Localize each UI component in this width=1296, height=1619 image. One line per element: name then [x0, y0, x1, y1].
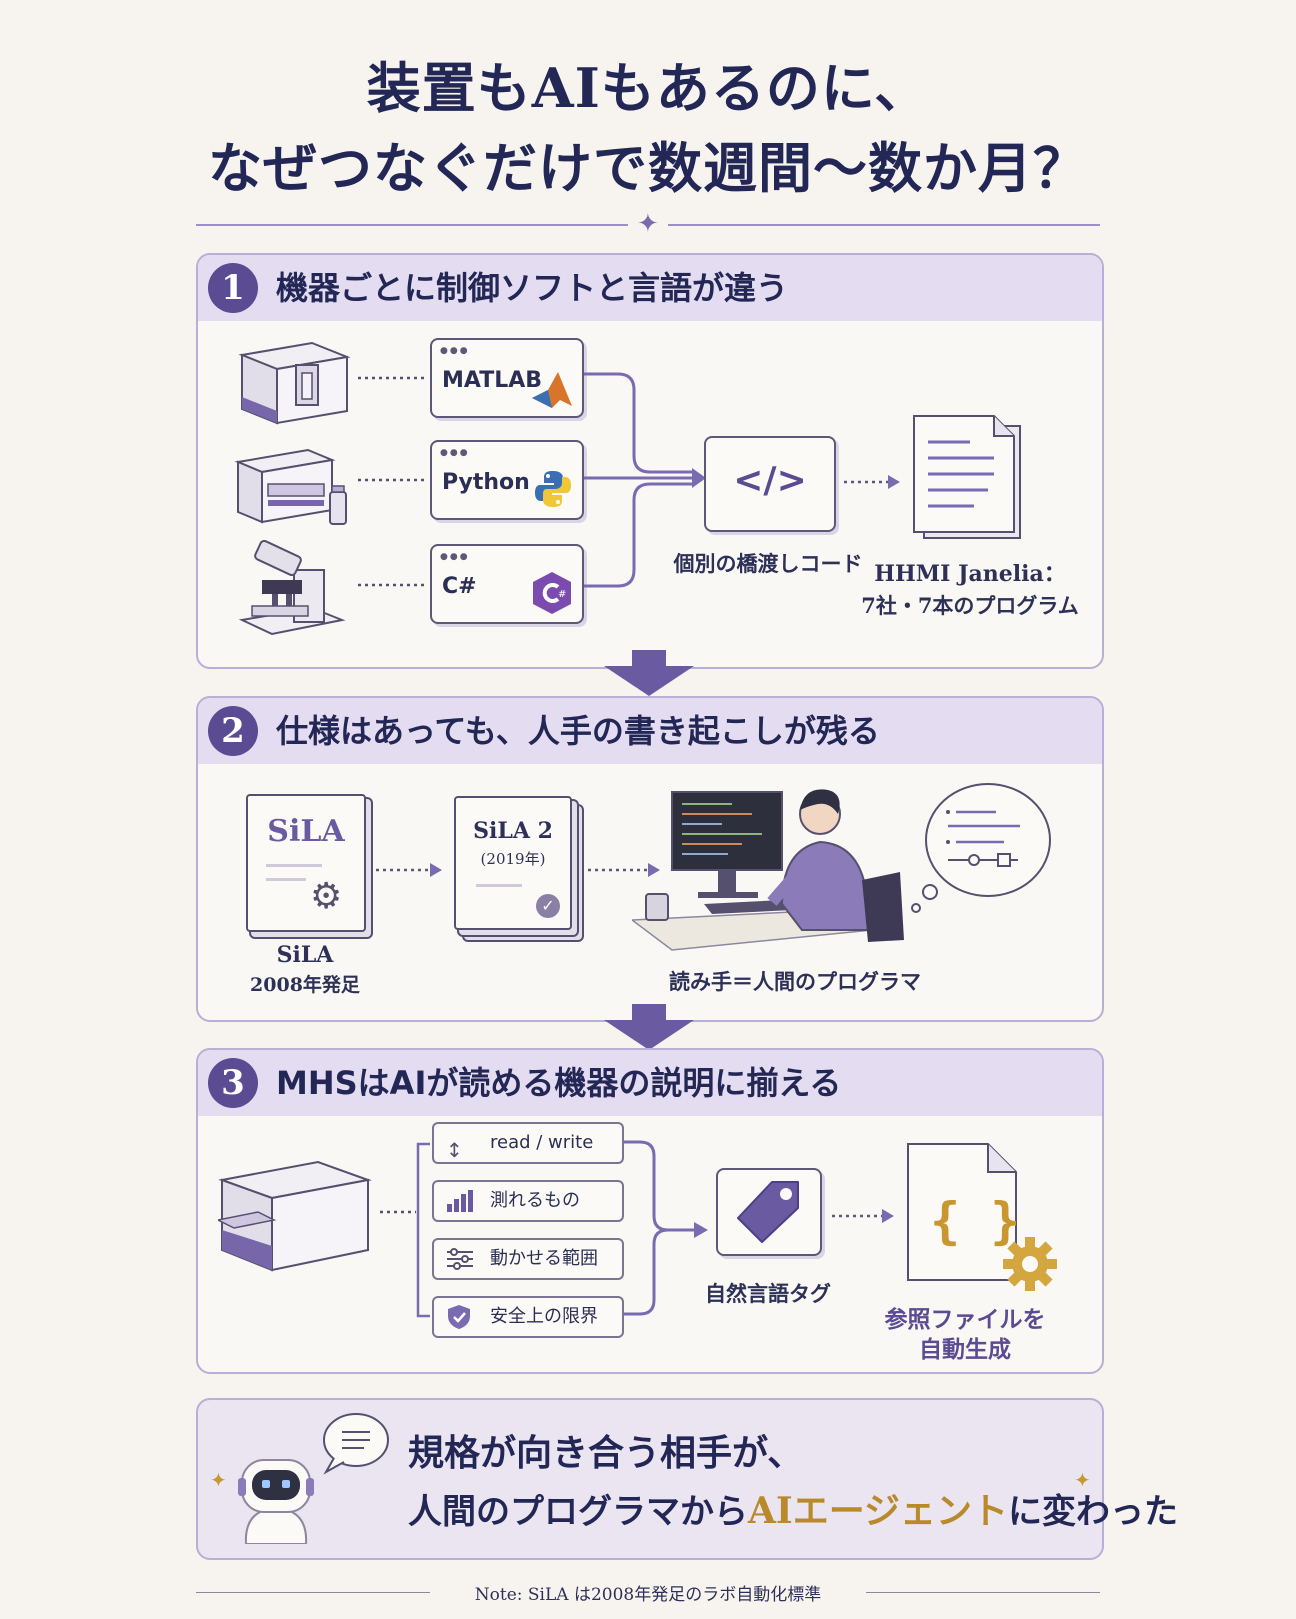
janelia-label-2: 7社・7本のプログラム	[861, 593, 1079, 618]
sparkle-icon: ✦	[637, 209, 659, 239]
sila2-to-programmer-arrow	[588, 863, 660, 877]
instrument-connector	[380, 1210, 416, 1214]
sila2-card-title: SiLA 2	[473, 818, 553, 844]
section-3-header: 3 MHSはAIが読める機器の説明に揃える	[198, 1050, 1102, 1116]
section-number: 3	[208, 1058, 258, 1108]
sparkle-left-icon: ✦	[210, 1468, 227, 1492]
microscope-illustration	[238, 540, 346, 636]
robot-icon	[238, 1459, 314, 1544]
sila-spec-card: SiLA ⚙	[246, 794, 366, 932]
reference-file-icon: { }	[907, 1143, 1057, 1291]
top-divider-right	[668, 224, 1100, 226]
check-icon: ✓	[536, 894, 560, 918]
programmer-illustration	[632, 789, 904, 951]
section-1-merge-arrows	[584, 372, 706, 588]
title-line-1: 装置もAIもあるのに、	[366, 56, 930, 120]
sparkle-right-icon: ✦	[1074, 1468, 1091, 1492]
python-window: ●●● Python	[430, 440, 584, 520]
sila-to-sila2-arrow	[376, 863, 442, 877]
plate-reader-illustration	[238, 341, 351, 425]
svg-text:#: #	[558, 589, 566, 600]
sila2-spec-card: SiLA 2 (2019年) ✓	[454, 796, 572, 930]
dispenser-illustration	[234, 448, 347, 525]
instrument-illustration	[218, 1160, 372, 1272]
gear-icon: ⚙	[310, 876, 343, 917]
csharp-label: C#	[442, 574, 477, 599]
sila2-card-year: (2019年)	[480, 850, 546, 868]
svg-text:{ }: { }	[930, 1192, 1020, 1250]
title-line-2: なぜつなぐだけで数週間〜数か月？	[208, 136, 1088, 200]
code-icon: </>	[733, 460, 807, 501]
file-label-1: 参照ファイルを	[884, 1307, 1046, 1333]
tag-box	[716, 1168, 822, 1256]
section-title: 機器ごとに制御ソフトと言語が違う	[276, 269, 789, 307]
code-box: </>	[704, 436, 836, 532]
tag-icon	[737, 1181, 799, 1243]
section-1-header: 1 機器ごとに制御ソフトと言語が違う	[198, 255, 1102, 321]
section-2-header: 2 仕様はあっても、人手の書き起こしが残る	[198, 698, 1102, 764]
python-label: Python	[442, 470, 530, 495]
tag-to-file-arrow	[832, 1209, 894, 1223]
footnote: Note: SiLA は2008年発足のラボ自動化標準	[474, 1585, 822, 1605]
conclusion-suffix: に変わった	[1008, 1492, 1179, 1532]
bar-chart-icon	[447, 1190, 473, 1212]
item-range: 動かせる範囲	[432, 1238, 624, 1280]
janelia-label-1: HHMI Janelia：	[874, 561, 1066, 587]
section-title: MHSはAIが読める機器の説明に揃える	[276, 1064, 842, 1102]
item-read-write: ↕ read / write	[432, 1122, 624, 1164]
python-icon	[535, 471, 571, 507]
item-safety: 安全上の限界	[432, 1296, 624, 1338]
sila-label-2: 2008年発足	[250, 974, 360, 996]
conclusion-line-2: 人間のプログラマからAIエージェントに変わった	[408, 1482, 1178, 1534]
reader-label: 読み手＝人間のプログラマ	[669, 970, 921, 994]
note-divider-left	[196, 1592, 430, 1593]
section-number: 1	[208, 263, 258, 313]
sila-card-title: SiLA	[267, 814, 345, 849]
down-arrow-2	[604, 1004, 694, 1050]
section-title: 仕様はあっても、人手の書き起こしが残る	[276, 712, 880, 750]
code-to-doc-arrow	[844, 475, 900, 489]
tag-label: 自然言語タグ	[705, 1282, 831, 1306]
csharp-icon: #	[533, 572, 571, 614]
file-label-2: 自動生成	[919, 1337, 1011, 1363]
bridge-code-label: 個別の橋渡しコード	[673, 552, 863, 576]
csharp-window: ●●● C# #	[430, 544, 584, 624]
items-bracket	[416, 1142, 430, 1318]
shield-icon	[448, 1305, 470, 1329]
conclusion-prefix: 人間のプログラマから	[408, 1492, 748, 1532]
top-divider	[196, 224, 628, 226]
conclusion-highlight: AIエージェント	[748, 1490, 1009, 1532]
matlab-window: ●●● MATLAB	[430, 338, 584, 418]
thought-bubble	[911, 783, 1051, 913]
sila-label-1: SiLA	[276, 942, 334, 968]
matlab-icon	[532, 372, 572, 408]
item-measurable: 測れるもの	[432, 1180, 624, 1222]
note-divider-right	[866, 1592, 1100, 1593]
speech-bubble-icon	[323, 1413, 389, 1475]
section-number: 2	[208, 706, 258, 756]
document-icon	[913, 415, 1021, 539]
matlab-label: MATLAB	[442, 368, 543, 393]
sliders-icon	[447, 1248, 473, 1270]
conclusion-line-1: 規格が向き合う相手が、	[408, 1432, 804, 1474]
section-3-merge-arrows	[624, 1140, 708, 1316]
arrows-vertical-icon: ↕	[446, 1138, 463, 1162]
section-1-connectors	[358, 376, 426, 587]
down-arrow-1	[604, 650, 694, 696]
